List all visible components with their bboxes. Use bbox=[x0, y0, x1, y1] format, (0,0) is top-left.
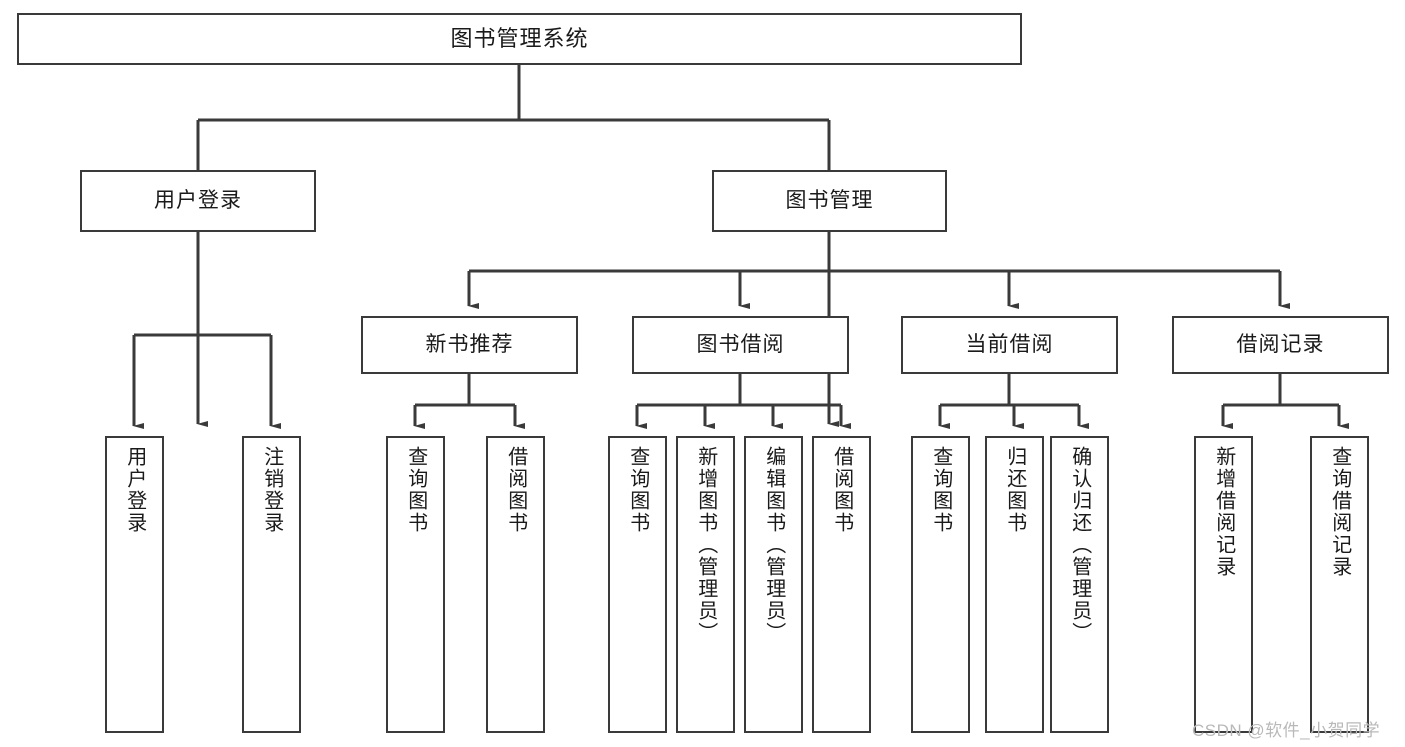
leaf-query-book-borrow[interactable]: 查询图书 bbox=[608, 436, 667, 733]
leaf-add-book-admin-label: 新增图书（管理员） bbox=[694, 446, 717, 644]
node-borrow-records[interactable]: 借阅记录 bbox=[1172, 316, 1389, 374]
node-new-book-recommend[interactable]: 新书推荐 bbox=[361, 316, 578, 374]
leaf-borrow-book-recommend[interactable]: 借阅图书 bbox=[486, 436, 545, 733]
csdn-watermark: CSDN @软件_小贺同学 bbox=[1192, 721, 1381, 740]
node-book-borrow[interactable]: 图书借阅 bbox=[632, 316, 849, 374]
leaf-query-book-current[interactable]: 查询图书 bbox=[911, 436, 970, 733]
leaf-user-login-label: 用户登录 bbox=[123, 446, 146, 534]
leaf-borrow-book-recommend-label: 借阅图书 bbox=[504, 446, 527, 534]
leaf-borrow-book-label: 借阅图书 bbox=[830, 446, 853, 534]
leaf-query-book-current-label: 查询图书 bbox=[929, 446, 952, 534]
node-current-borrow-label: 当前借阅 bbox=[965, 332, 1054, 356]
node-user-login[interactable]: 用户登录 bbox=[80, 170, 316, 232]
node-root[interactable]: 图书管理系统 bbox=[17, 13, 1022, 65]
leaf-add-book-admin[interactable]: 新增图书（管理员） bbox=[676, 436, 735, 733]
node-borrow-records-label: 借阅记录 bbox=[1236, 332, 1325, 356]
leaf-confirm-return-admin-label: 确认归还（管理员） bbox=[1068, 446, 1091, 644]
leaf-return-book[interactable]: 归还图书 bbox=[985, 436, 1044, 733]
leaf-query-book-recommend-label: 查询图书 bbox=[404, 446, 427, 534]
node-book-management-label: 图书管理 bbox=[785, 188, 874, 212]
node-book-management[interactable]: 图书管理 bbox=[712, 170, 947, 232]
leaf-confirm-return-admin[interactable]: 确认归还（管理员） bbox=[1050, 436, 1109, 733]
leaf-edit-book-admin[interactable]: 编辑图书（管理员） bbox=[744, 436, 803, 733]
node-current-borrow[interactable]: 当前借阅 bbox=[901, 316, 1118, 374]
node-user-login-label: 用户登录 bbox=[154, 188, 242, 212]
node-book-borrow-label: 图书借阅 bbox=[696, 332, 785, 356]
leaf-logout-label: 注销登录 bbox=[260, 446, 283, 534]
leaf-query-borrow-record[interactable]: 查询借阅记录 bbox=[1310, 436, 1369, 733]
leaf-user-login[interactable]: 用户登录 bbox=[105, 436, 164, 733]
leaf-query-book-recommend[interactable]: 查询图书 bbox=[386, 436, 445, 733]
leaf-add-borrow-record[interactable]: 新增借阅记录 bbox=[1194, 436, 1253, 733]
leaf-query-book-borrow-label: 查询图书 bbox=[626, 446, 649, 534]
leaf-query-borrow-record-label: 查询借阅记录 bbox=[1328, 446, 1351, 578]
leaf-borrow-book[interactable]: 借阅图书 bbox=[812, 436, 871, 733]
node-new-book-recommend-label: 新书推荐 bbox=[425, 332, 514, 356]
leaf-return-book-label: 归还图书 bbox=[1003, 446, 1026, 534]
node-root-label: 图书管理系统 bbox=[450, 26, 589, 52]
leaf-add-borrow-record-label: 新增借阅记录 bbox=[1212, 446, 1235, 578]
leaf-edit-book-admin-label: 编辑图书（管理员） bbox=[762, 446, 785, 644]
leaf-logout[interactable]: 注销登录 bbox=[242, 436, 301, 733]
